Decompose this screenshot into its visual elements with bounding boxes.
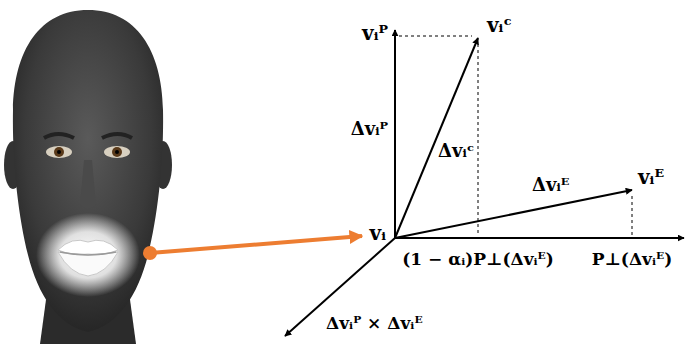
axis-label: P⊥(Δvᵢᴱ) bbox=[592, 248, 672, 270]
vector-label: Δvᵢᴾ bbox=[351, 118, 388, 140]
axis-label: Δvᵢᴾ × Δvᵢᴱ bbox=[326, 312, 423, 334]
point-label: vᵢᴾ bbox=[362, 22, 388, 44]
point-label: vᵢᴱ bbox=[638, 166, 664, 188]
vector-diagram bbox=[285, 30, 684, 336]
axis-label: (1 − αᵢ)P⊥(Δvᵢᴱ) bbox=[402, 248, 554, 270]
point-label: vᵢᶜ bbox=[487, 14, 512, 36]
head-model bbox=[4, 10, 172, 344]
pointer-arrow bbox=[150, 236, 362, 253]
point-label: vᵢ bbox=[370, 222, 386, 244]
vector-label: Δvᵢᴱ bbox=[532, 174, 569, 196]
vector-label: Δvᵢᶜ bbox=[438, 140, 474, 162]
